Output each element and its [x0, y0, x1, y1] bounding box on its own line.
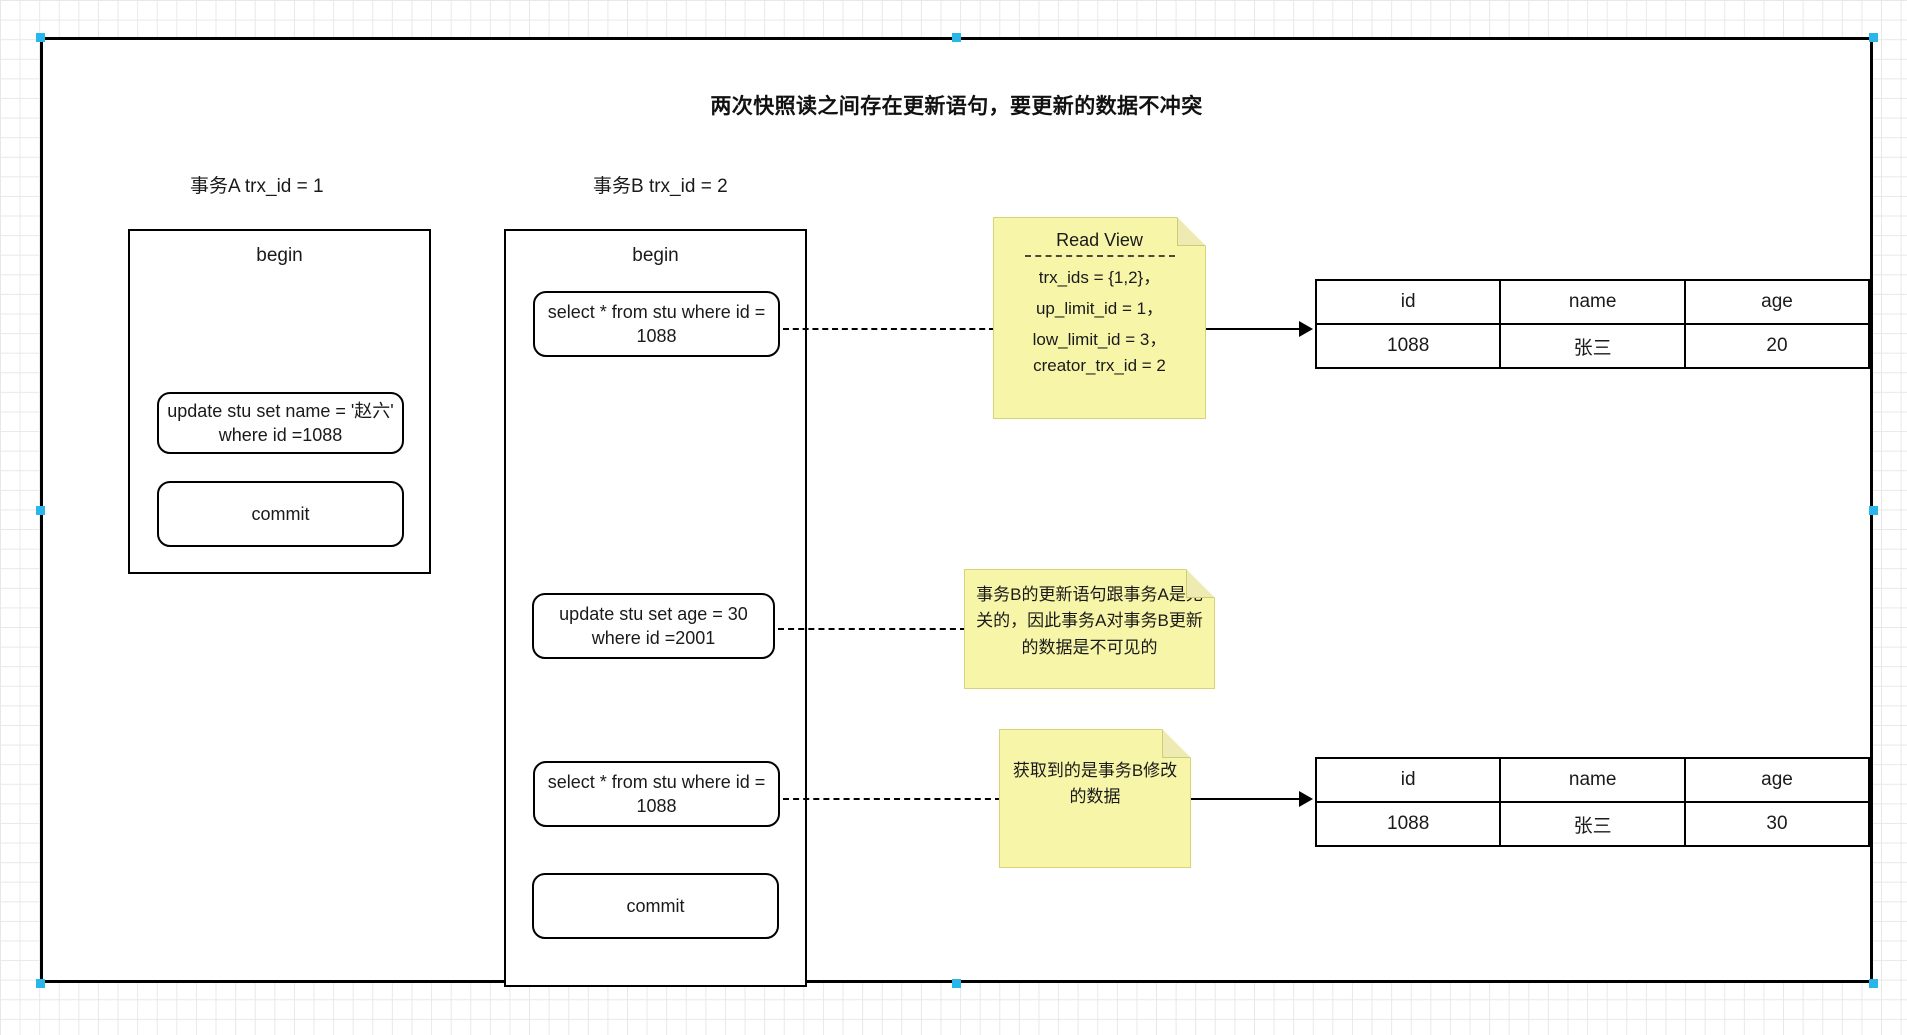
read-view-note-title: Read View [1056, 230, 1143, 250]
selection-handle-top-center[interactable] [952, 33, 961, 42]
transaction-a-begin-label: begin [256, 245, 303, 266]
table-header-row: id name age [1314, 757, 1871, 803]
selection-handle-middle-right[interactable] [1869, 506, 1878, 515]
transaction-a-update-statement[interactable]: update stu set name = '赵六'where id =1088 [157, 392, 404, 454]
connector-note-to-table-after [1191, 798, 1301, 800]
table-cell-name: 张三 [1499, 323, 1686, 369]
read-view-note[interactable]: Read View trx_ids = {1,2}， up_limit_id =… [993, 217, 1206, 419]
transaction-b-label: 事务B trx_id = 2 [593, 176, 728, 197]
connector-readview-to-table-before [1205, 328, 1301, 330]
transaction-b-begin-label: begin [632, 245, 679, 266]
transaction-b-second-select-statement[interactable]: select * from stu where id =1088 [533, 761, 780, 827]
table-cell-name: 张三 [1499, 801, 1686, 847]
table-header-name: name [1499, 279, 1686, 325]
table-header-id: id [1314, 279, 1502, 325]
table-row: 1088 张三 30 [1314, 801, 1871, 847]
read-view-trx-ids: trx_ids = {1,2}， [1038, 268, 1161, 287]
connector-update-to-note [778, 628, 966, 630]
selection-handle-top-left[interactable] [36, 33, 45, 42]
table-before-update: id name age 1088 张三 20 [1314, 279, 1871, 369]
page-title: 两次快照读之间存在更新语句，要更新的数据不冲突 [710, 95, 1203, 118]
table-cell-id: 1088 [1314, 323, 1502, 369]
connector-select1-to-readview [783, 328, 995, 330]
selection-handle-top-right[interactable] [1869, 33, 1878, 42]
table-cell-age: 30 [1683, 801, 1871, 847]
read-view-creator-trx-id: creator_trx_id = 2 [1033, 356, 1166, 375]
transaction-a-commit-statement[interactable]: commit [157, 481, 404, 547]
connector-select2-to-note [783, 798, 1001, 800]
table-cell-age: 20 [1683, 323, 1871, 369]
arrow-head-icon [1299, 791, 1313, 807]
table-header-id: id [1314, 757, 1502, 803]
arrow-head-icon [1299, 321, 1313, 337]
diagram-canvas[interactable]: 两次快照读之间存在更新语句，要更新的数据不冲突 事务A trx_id = 1 事… [40, 37, 1873, 987]
table-header-row: id name age [1314, 279, 1871, 325]
table-after-update: id name age 1088 张三 30 [1314, 757, 1871, 847]
table-row: 1088 张三 20 [1314, 323, 1871, 369]
selection-handle-bottom-center[interactable] [952, 979, 961, 988]
read-view-note-divider [1024, 255, 1175, 257]
table-header-age: age [1683, 279, 1871, 325]
table-cell-id: 1088 [1314, 801, 1502, 847]
modified-data-note[interactable]: 获取到的是事务B修改的数据 [999, 729, 1191, 868]
selection-handle-middle-left[interactable] [36, 506, 45, 515]
transaction-a-label: 事务A trx_id = 1 [190, 176, 324, 197]
unrelated-update-note-text: 事务B的更新语句跟事务A是无关的，因此事务A对事务B更新的数据是不可见的 [976, 585, 1203, 657]
transaction-b-first-select-statement[interactable]: select * from stu where id =1088 [533, 291, 780, 357]
table-header-name: name [1499, 757, 1686, 803]
selection-handle-bottom-left[interactable] [36, 979, 45, 988]
table-header-age: age [1683, 757, 1871, 803]
selection-handle-bottom-right[interactable] [1869, 979, 1878, 988]
read-view-low-limit-id: low_limit_id = 3， [1032, 330, 1167, 349]
transaction-b-commit-statement[interactable]: commit [532, 873, 779, 939]
unrelated-update-note[interactable]: 事务B的更新语句跟事务A是无关的，因此事务A对事务B更新的数据是不可见的 [964, 569, 1215, 689]
modified-data-note-text: 获取到的是事务B修改的数据 [1012, 761, 1178, 806]
read-view-up-limit-id: up_limit_id = 1， [1035, 299, 1164, 318]
